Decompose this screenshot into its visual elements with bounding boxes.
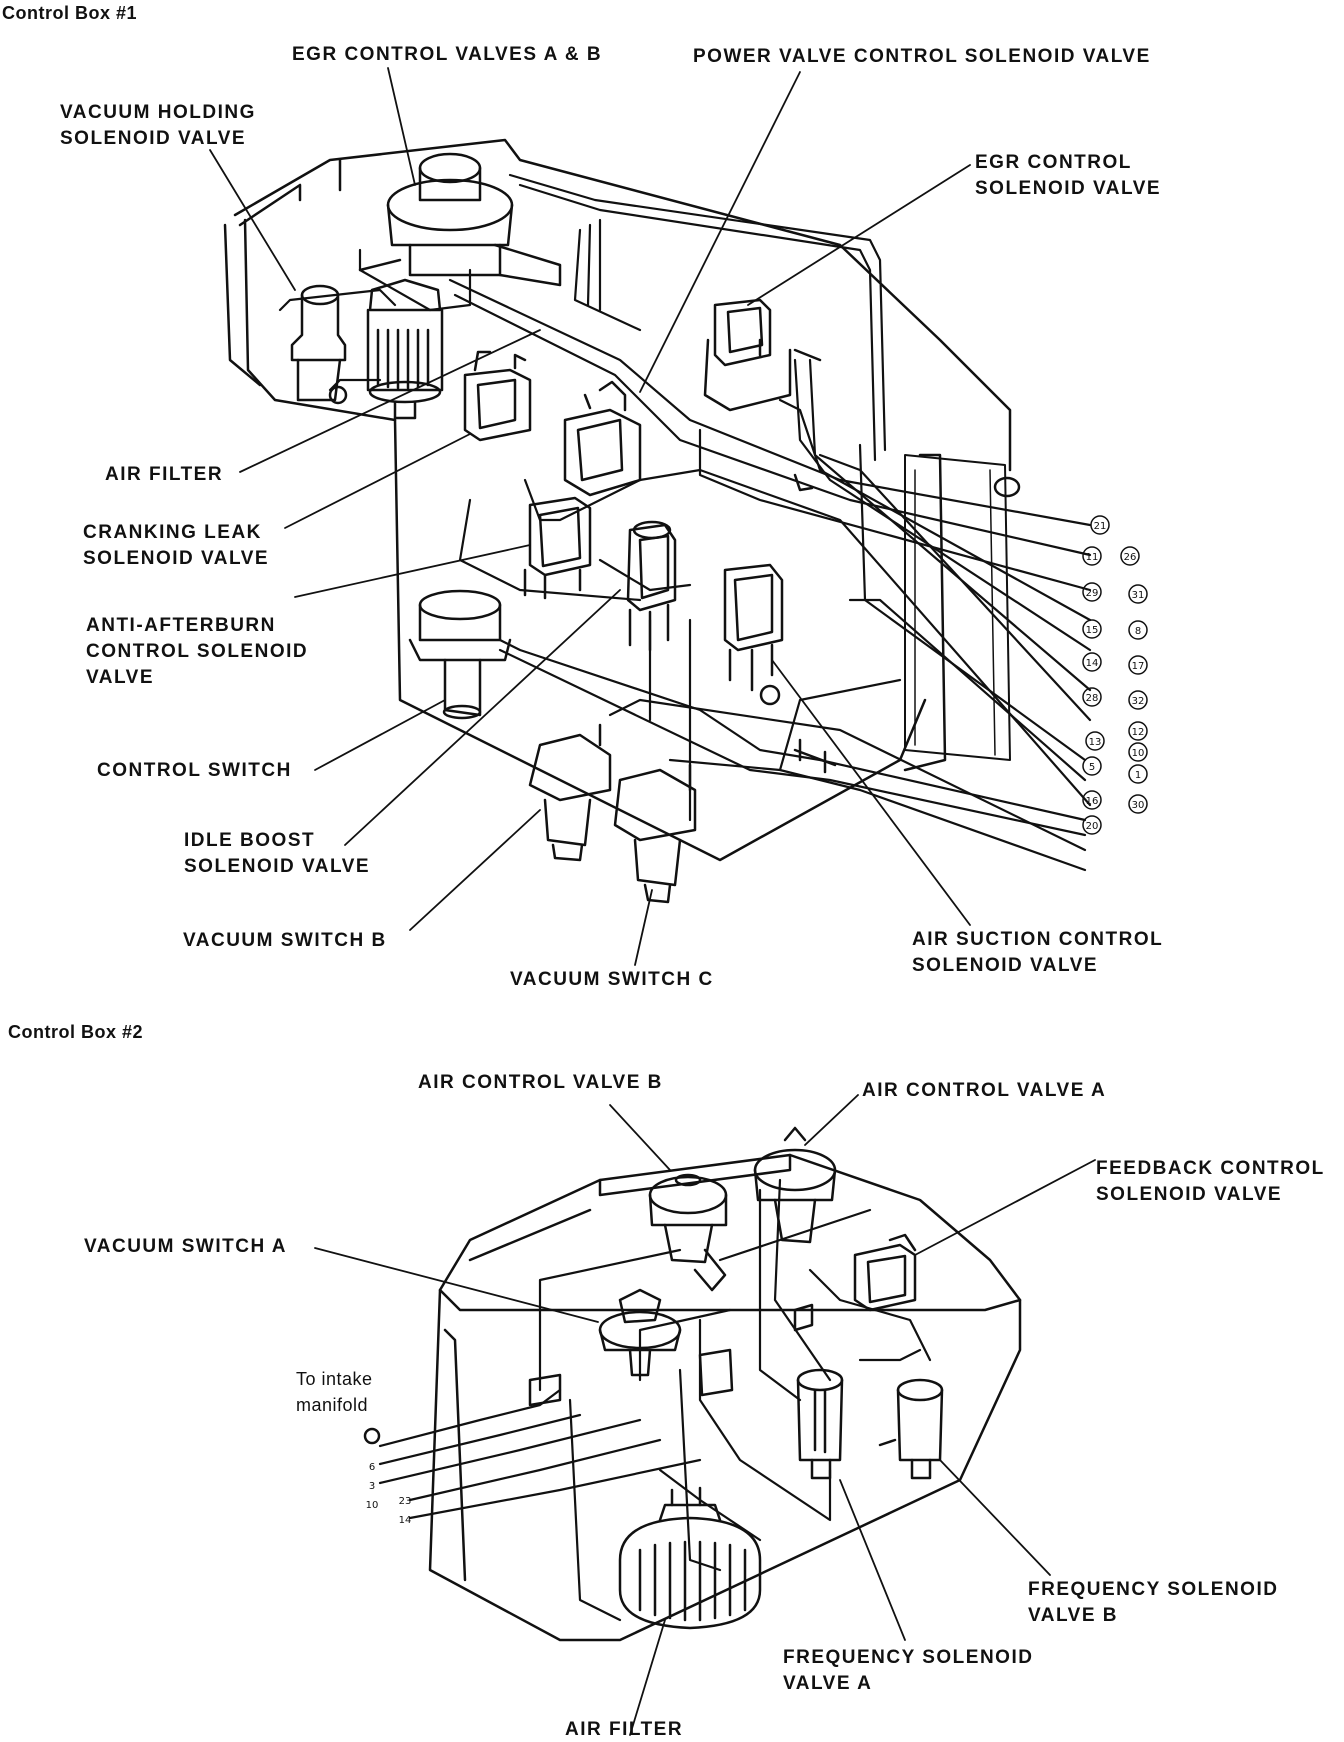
svg-text:31: 31 bbox=[1132, 590, 1145, 601]
hose-mark: 14 bbox=[399, 1515, 412, 1526]
svg-text:17: 17 bbox=[1132, 661, 1145, 672]
hose-number-marks-2: 6 3 10 23 14 bbox=[366, 1462, 412, 1526]
svg-text:5: 5 bbox=[1089, 762, 1095, 773]
svg-text:11: 11 bbox=[1086, 552, 1099, 563]
vacuum-switch-a-shape bbox=[598, 1288, 682, 1377]
label-anti-afterburn-solenoid: ANTI-AFTERBURN CONTROL SOLENOID VALVE bbox=[86, 615, 309, 688]
vacuum-switch-b-shape bbox=[528, 723, 612, 862]
label-egr-control-valves-ab: EGR CONTROL VALVES A & B bbox=[292, 44, 603, 65]
control-switch-shape bbox=[408, 589, 512, 720]
hose-circle: 32 bbox=[1128, 690, 1148, 710]
hose-circle: 1 bbox=[1128, 764, 1148, 784]
svg-text:8: 8 bbox=[1135, 626, 1141, 637]
svg-text:14: 14 bbox=[1086, 658, 1099, 669]
frequency-solenoid-b-shape bbox=[878, 1378, 944, 1480]
label-vacuum-switch-c: VACUUM SWITCH C bbox=[510, 969, 714, 990]
egr-control-valves-ab-shape bbox=[358, 152, 562, 287]
label-control-switch: CONTROL SWITCH bbox=[97, 760, 292, 781]
control-box-2-components bbox=[363, 1126, 944, 1630]
svg-text:13: 13 bbox=[1089, 737, 1102, 748]
vacuum-holding-solenoid-shape bbox=[290, 284, 348, 405]
hose-mark: 6 bbox=[369, 1462, 375, 1473]
control-box-2-housing bbox=[428, 1153, 1022, 1642]
label-egr-control-solenoid: EGR CONTROL SOLENOID VALVE bbox=[975, 152, 1162, 199]
control-box-2-title: Control Box #2 bbox=[8, 1022, 144, 1042]
control-box-1-hoses bbox=[278, 173, 1092, 872]
label-frequency-solenoid-a: FREQUENCY SOLENOID VALVE A bbox=[783, 1647, 1034, 1694]
label-idle-boost-solenoid: IDLE BOOST SOLENOID VALVE bbox=[184, 830, 371, 877]
air-control-valve-b-shape bbox=[648, 1173, 728, 1292]
power-valve-solenoid-shape bbox=[563, 380, 642, 497]
hose-mark: 3 bbox=[369, 1481, 375, 1492]
hose-circle: 8 bbox=[1128, 620, 1148, 640]
label-feedback-control-solenoid: FEEDBACK CONTROL SOLENOID VALVE bbox=[1096, 1158, 1325, 1205]
hose-circle: 21 bbox=[1090, 515, 1110, 535]
vacuum-switch-c-shape bbox=[613, 763, 697, 904]
svg-text:30: 30 bbox=[1132, 800, 1145, 811]
air-suction-solenoid-shape bbox=[723, 563, 784, 706]
hose-circle: 15 bbox=[1082, 619, 1102, 639]
svg-text:28: 28 bbox=[1086, 693, 1099, 704]
egr-control-solenoid-shape bbox=[703, 298, 822, 412]
svg-text:29: 29 bbox=[1086, 588, 1099, 599]
control-box-1-title: Control Box #1 bbox=[2, 3, 138, 23]
frequency-solenoid-a-shape bbox=[796, 1368, 844, 1480]
svg-text:20: 20 bbox=[1086, 821, 1099, 832]
hose-mark: 10 bbox=[366, 1500, 379, 1511]
label-air-filter-1: AIR FILTER bbox=[105, 464, 224, 485]
hose-circle: 20 bbox=[1082, 815, 1102, 835]
hose-circle: 26 bbox=[1120, 546, 1140, 566]
svg-text:1: 1 bbox=[1135, 770, 1141, 781]
air-filter-1-shape bbox=[366, 278, 444, 420]
label-vacuum-switch-b: VACUUM SWITCH B bbox=[183, 930, 387, 951]
svg-text:32: 32 bbox=[1132, 696, 1145, 707]
feedback-solenoid-shape bbox=[853, 1233, 917, 1312]
label-air-suction-control-solenoid: AIR SUCTION CONTROL SOLENOID VALVE bbox=[912, 929, 1164, 976]
label-air-control-valve-b: AIR CONTROL VALVE B bbox=[418, 1072, 663, 1093]
hose-circle: 17 bbox=[1128, 655, 1148, 675]
hose-circle: 12 bbox=[1128, 721, 1148, 741]
hose-circle: 29 bbox=[1082, 582, 1102, 602]
air-filter-2-shape bbox=[618, 1486, 762, 1630]
hose-circle: 10 bbox=[1128, 742, 1148, 762]
label-cranking-leak-solenoid: CRANKING LEAK SOLENOID VALVE bbox=[83, 522, 270, 569]
hose-circle: 28 bbox=[1082, 687, 1102, 707]
label-frequency-solenoid-b: FREQUENCY SOLENOID VALVE B bbox=[1028, 1579, 1279, 1626]
hose-circle: 30 bbox=[1128, 794, 1148, 814]
hose-circle: 13 bbox=[1085, 731, 1105, 751]
label-to-intake-manifold: To intake manifold bbox=[296, 1369, 373, 1415]
leader-lines bbox=[209, 67, 1096, 1736]
svg-text:21: 21 bbox=[1094, 521, 1107, 532]
svg-text:26: 26 bbox=[1124, 552, 1137, 563]
label-power-valve-control-solenoid: POWER VALVE CONTROL SOLENOID VALVE bbox=[693, 46, 1151, 67]
svg-text:12: 12 bbox=[1132, 727, 1145, 738]
label-vacuum-holding-solenoid: VACUUM HOLDING SOLENOID VALVE bbox=[60, 102, 256, 149]
label-vacuum-switch-a: VACUUM SWITCH A bbox=[84, 1236, 287, 1257]
svg-text:10: 10 bbox=[1132, 748, 1145, 759]
svg-text:16: 16 bbox=[1086, 796, 1099, 807]
control-box-1-components bbox=[290, 152, 837, 904]
cranking-leak-solenoid-shape bbox=[463, 350, 532, 442]
hose-circle: 5 bbox=[1082, 756, 1102, 776]
label-air-filter-2: AIR FILTER bbox=[565, 1719, 684, 1740]
hose-circle: 11 bbox=[1082, 546, 1102, 566]
control-box-1-housing bbox=[223, 138, 1021, 862]
hose-circle: 31 bbox=[1128, 584, 1148, 604]
idle-boost-solenoid-shape bbox=[626, 520, 677, 652]
label-air-control-valve-a: AIR CONTROL VALVE A bbox=[862, 1080, 1107, 1101]
air-control-valve-a-shape bbox=[753, 1126, 837, 1244]
hose-number-circles-1: 21 11 26 29 31 15 8 14 17 28 32 12 13 10… bbox=[1082, 515, 1148, 835]
anti-afterburn-solenoid-shape bbox=[523, 496, 592, 600]
hose-circle: 14 bbox=[1082, 652, 1102, 672]
hose-circle: 16 bbox=[1082, 790, 1102, 810]
svg-text:15: 15 bbox=[1086, 625, 1099, 636]
hose-mark: 23 bbox=[399, 1496, 412, 1507]
